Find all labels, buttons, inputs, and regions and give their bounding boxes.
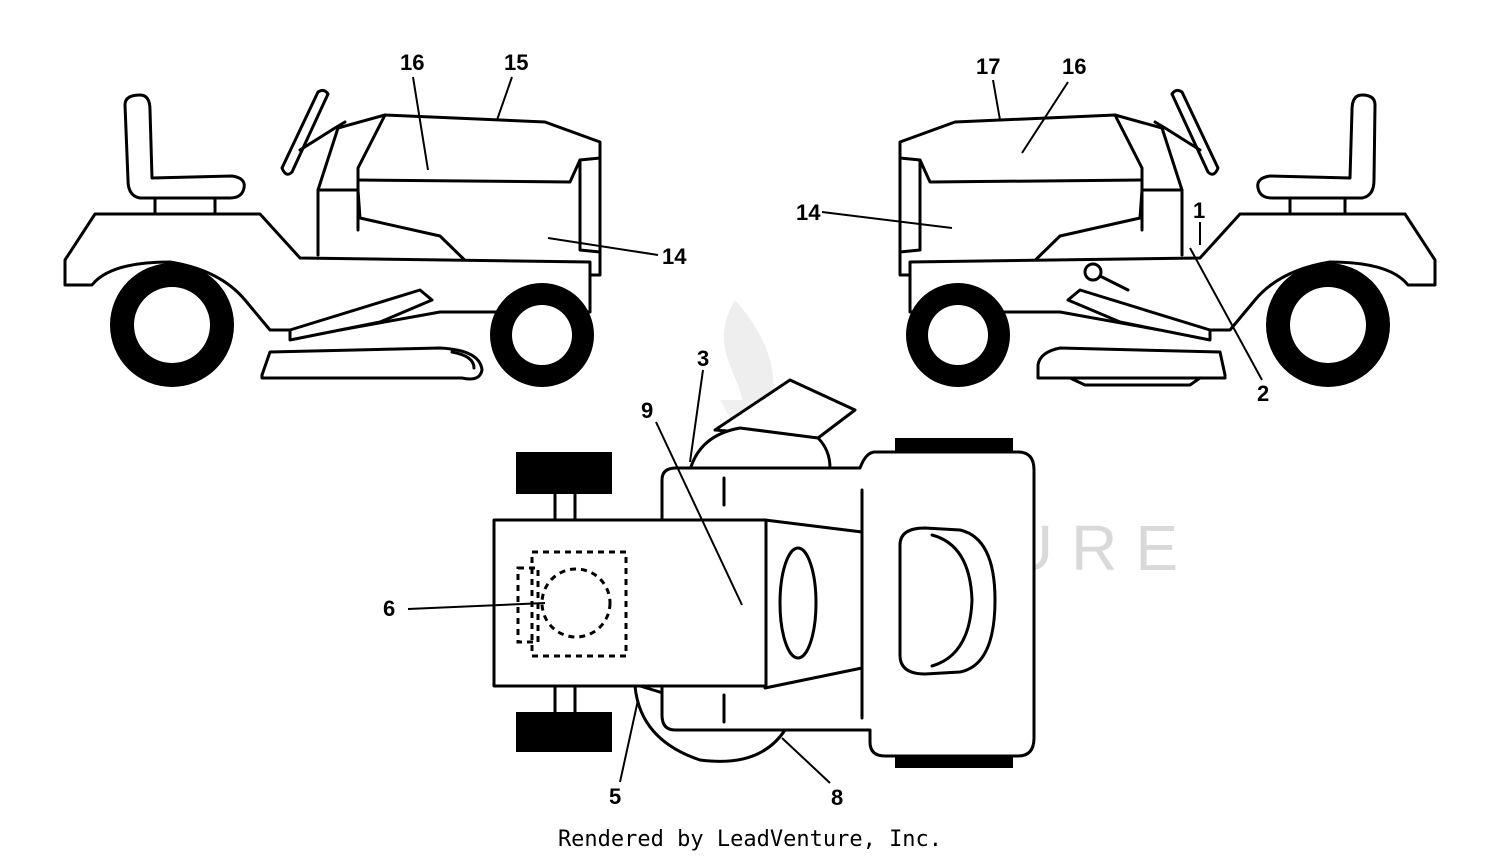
callout-5: 5: [609, 784, 621, 809]
callout-14-left: 14: [662, 244, 687, 269]
tractor-right-view: [898, 88, 1437, 387]
tractor-left-view: [63, 88, 602, 387]
callout-labels: 16 15 14 17 16 14 1 2 3 9 6 5 8: [383, 50, 1269, 810]
callout-3: 3: [697, 346, 709, 371]
callout-14-right: 14: [796, 200, 821, 225]
callout-9: 9: [641, 398, 653, 423]
callout-8: 8: [831, 785, 843, 810]
callout-16-left: 16: [400, 50, 424, 75]
callout-2: 2: [1257, 381, 1269, 406]
callout-17: 17: [976, 54, 1000, 79]
render-credit: Rendered by LeadVenture, Inc.: [558, 827, 942, 852]
tractor-top-view: [492, 378, 1036, 768]
leader-lines: [407, 76, 1263, 784]
callout-16-right: 16: [1062, 54, 1086, 79]
callout-6: 6: [383, 596, 395, 621]
callout-1: 1: [1193, 198, 1205, 223]
callout-15: 15: [504, 50, 528, 75]
